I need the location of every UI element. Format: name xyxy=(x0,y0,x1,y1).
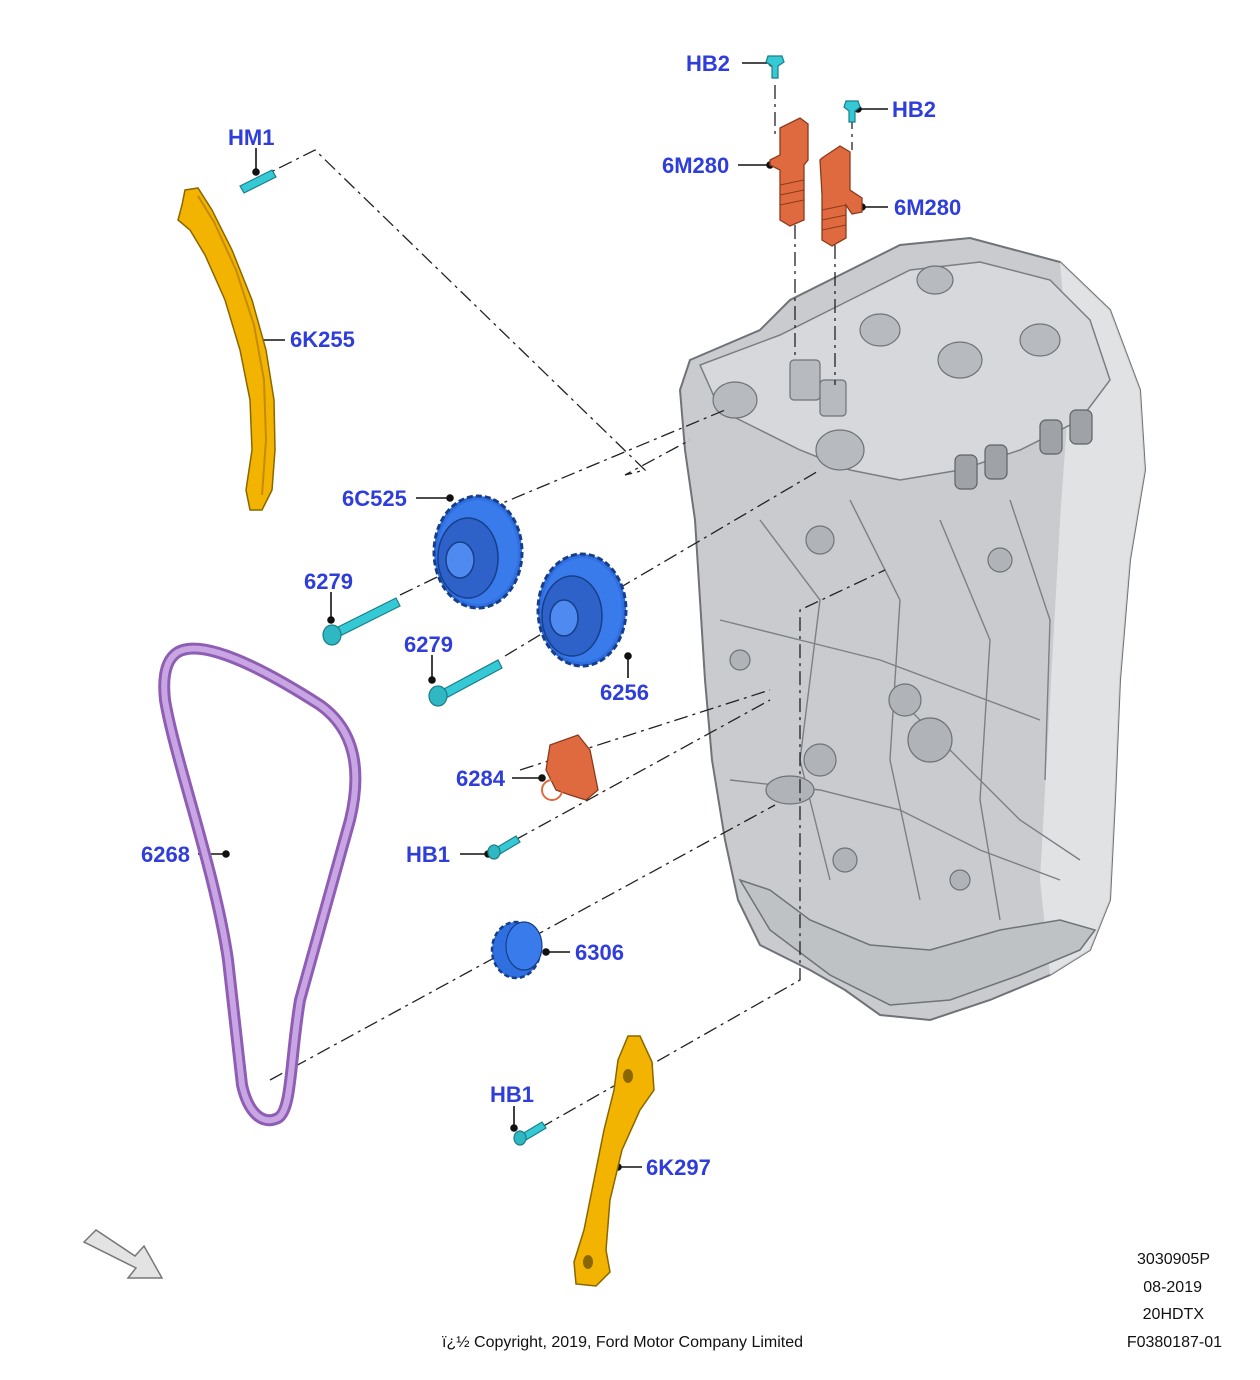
cam-sprocket-6256 xyxy=(536,552,628,668)
illustration-number: 3030905P xyxy=(1137,1251,1210,1268)
callout-6256: 6256 xyxy=(600,680,649,705)
chain-guide-6k255 xyxy=(177,187,276,511)
crank-sprocket-6306 xyxy=(490,920,543,980)
fastener-hm1 xyxy=(239,169,277,194)
chain-tensioner-6284 xyxy=(541,734,599,801)
callout-6279-upper: 6279 xyxy=(304,569,353,594)
callout-hm1: HM1 xyxy=(228,125,275,150)
callout-hb1-middle: HB1 xyxy=(406,842,451,867)
engine-block xyxy=(678,236,1147,1022)
callout-6268: 6268 xyxy=(141,842,190,867)
timing-chain-6268 xyxy=(158,642,362,1127)
callout-6m280-left: 6M280 xyxy=(662,153,730,178)
bolt-hb1-lower xyxy=(513,1121,547,1146)
callout-6c525: 6C525 xyxy=(342,486,407,511)
model-code: 20HDTX xyxy=(1142,1306,1204,1323)
callout-hb2-top: HB2 xyxy=(686,51,731,76)
callout-6306: 6306 xyxy=(575,940,624,965)
callout-hb1-lower: HB1 xyxy=(490,1082,535,1107)
bolt-hb2-top xyxy=(765,55,785,79)
copyright-notice: ï¿½ Copyright, 2019, Ford Motor Company … xyxy=(442,1334,804,1351)
callout-6k255: 6K255 xyxy=(290,327,355,352)
bolt-hb2-right xyxy=(843,100,861,123)
callout-6m280-right: 6M280 xyxy=(894,195,962,220)
callout-6k297: 6K297 xyxy=(646,1155,711,1180)
sprocket-bolt-6279-upper xyxy=(322,597,401,646)
sprocket-bolt-6279-lower xyxy=(428,659,503,707)
callout-leader-lines xyxy=(198,59,888,1171)
callout-6284: 6284 xyxy=(456,766,505,791)
callout-6279-lower: 6279 xyxy=(404,632,453,657)
cam-sprocket-6c525 xyxy=(432,494,524,610)
chain-guide-6k297 xyxy=(573,1035,655,1287)
assembly-guide-lines xyxy=(254,85,886,1129)
vct-solenoid-right xyxy=(819,145,863,247)
callout-hb2-right: HB2 xyxy=(892,97,937,122)
illustration-date: 08-2019 xyxy=(1143,1279,1202,1296)
figure-id: F0380187-01 xyxy=(1126,1334,1222,1351)
vct-solenoid-left xyxy=(769,117,809,227)
view-direction-arrow-icon xyxy=(82,1229,164,1279)
bolt-hb1-middle xyxy=(487,835,521,860)
